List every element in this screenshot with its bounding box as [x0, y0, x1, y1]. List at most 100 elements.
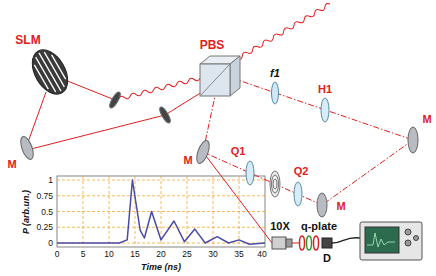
q-plate-element: [300, 236, 305, 250]
oscilloscope: [367, 233, 395, 247]
half-wave-plate: [321, 98, 329, 122]
quarter-wave-plates: [294, 182, 302, 206]
tick-label: 0.5: [41, 207, 53, 216]
oscilloscope: [360, 222, 422, 260]
objective-10x: [272, 237, 286, 249]
mirror-label: M: [422, 114, 431, 125]
detector: [322, 238, 332, 248]
tick-label: 0: [48, 239, 53, 248]
slm: [25, 44, 75, 101]
laser-beam: [165, 92, 202, 115]
quarter-wave-plates: [246, 161, 254, 185]
component-label: Q1: [231, 146, 246, 157]
spiral-phase-plate: [270, 171, 280, 197]
laser-beam: [118, 76, 200, 101]
mirrors: [18, 91, 418, 217]
pbs-cube: [200, 64, 230, 96]
tick-label: 5: [81, 250, 86, 259]
mirror-label: M: [336, 201, 345, 212]
mirrors: [194, 139, 212, 165]
laser-beam: [27, 115, 165, 150]
plot-grid: [57, 176, 265, 247]
tick-label: 0.25: [36, 223, 53, 232]
mirrors: [18, 135, 36, 161]
sagnac-loop: [322, 140, 413, 205]
tick-label: 30: [208, 250, 217, 259]
tick-label: 0.75: [36, 192, 53, 201]
pulse-curve: [57, 180, 265, 244]
mirrors: [317, 193, 327, 217]
tick-label: 0: [55, 250, 60, 259]
objective-10x: [272, 237, 292, 249]
slm: [39, 53, 61, 91]
sagnac-loop: [232, 78, 413, 140]
laser-beam: [231, 2, 331, 63]
slm: [34, 65, 48, 89]
tick-label: 25: [182, 250, 191, 259]
tick-label: 15: [130, 250, 139, 259]
component-label: SLM: [15, 34, 40, 46]
tick-label: 40: [257, 250, 266, 259]
quarter-wave-plates: [246, 161, 302, 206]
laser-beam: [118, 76, 200, 101]
slm: [30, 48, 69, 96]
lens-f1: [272, 82, 279, 104]
lens-f1: [272, 82, 279, 104]
component-label: D: [323, 253, 331, 264]
pbs-cube: [200, 56, 240, 96]
slm: [25, 44, 75, 101]
mirrors: [408, 127, 418, 153]
slm: [25, 44, 75, 101]
component-label: 10X: [270, 221, 290, 232]
plot-grid: [57, 195, 265, 196]
plot-grid: [57, 227, 265, 228]
slm: [52, 55, 66, 79]
plot-grid: [57, 211, 265, 212]
oscilloscope: [414, 236, 419, 241]
tick-label: 35: [234, 250, 243, 259]
detector: [332, 238, 360, 243]
oscilloscope: [360, 222, 422, 260]
laser-beam: [203, 152, 272, 243]
laser-beam: [231, 2, 331, 63]
axis-title: P (arb.un.): [22, 190, 31, 234]
mirror-label: M: [7, 159, 16, 170]
oscilloscope: [405, 240, 411, 246]
plot-frame: [57, 176, 265, 247]
component-label: Q2: [294, 166, 309, 177]
spiral-phase-plate: [273, 179, 277, 189]
component-label: PBS: [200, 39, 225, 51]
tick-label: 1: [48, 176, 53, 185]
slm: [36, 57, 56, 92]
spiral-phase-plate: [272, 175, 279, 193]
pbs-cube: [200, 64, 230, 96]
detector: [322, 238, 360, 248]
mirror-label: M: [183, 155, 192, 166]
plot-frame: [57, 176, 265, 247]
laser-beam: [27, 2, 331, 243]
oscilloscope: [365, 227, 399, 253]
mirrors: [108, 91, 122, 110]
slm: [44, 52, 64, 87]
laser-beam: [27, 92, 46, 145]
oscilloscope: [405, 229, 411, 235]
q-plate-element: [314, 236, 319, 250]
sagnac-loop: [203, 152, 322, 205]
pulse-curve: [57, 180, 265, 244]
q-plate-element: [300, 236, 319, 250]
component-label: f1: [270, 68, 280, 79]
half-wave-plate: [321, 98, 329, 122]
component-label: H1: [318, 84, 332, 95]
plot-grid: [161, 176, 162, 247]
spiral-phase-plate: [270, 171, 280, 197]
plot-grid: [57, 180, 265, 181]
sagnac-loop: [203, 78, 413, 205]
mirrors: [158, 106, 172, 125]
component-label: q-plate: [301, 221, 337, 232]
q-plate-element: [307, 236, 312, 250]
pbs-cube: [230, 56, 240, 96]
tick-label: 20: [156, 250, 165, 259]
objective-10x: [286, 239, 292, 247]
tick-label: 10: [104, 250, 113, 259]
